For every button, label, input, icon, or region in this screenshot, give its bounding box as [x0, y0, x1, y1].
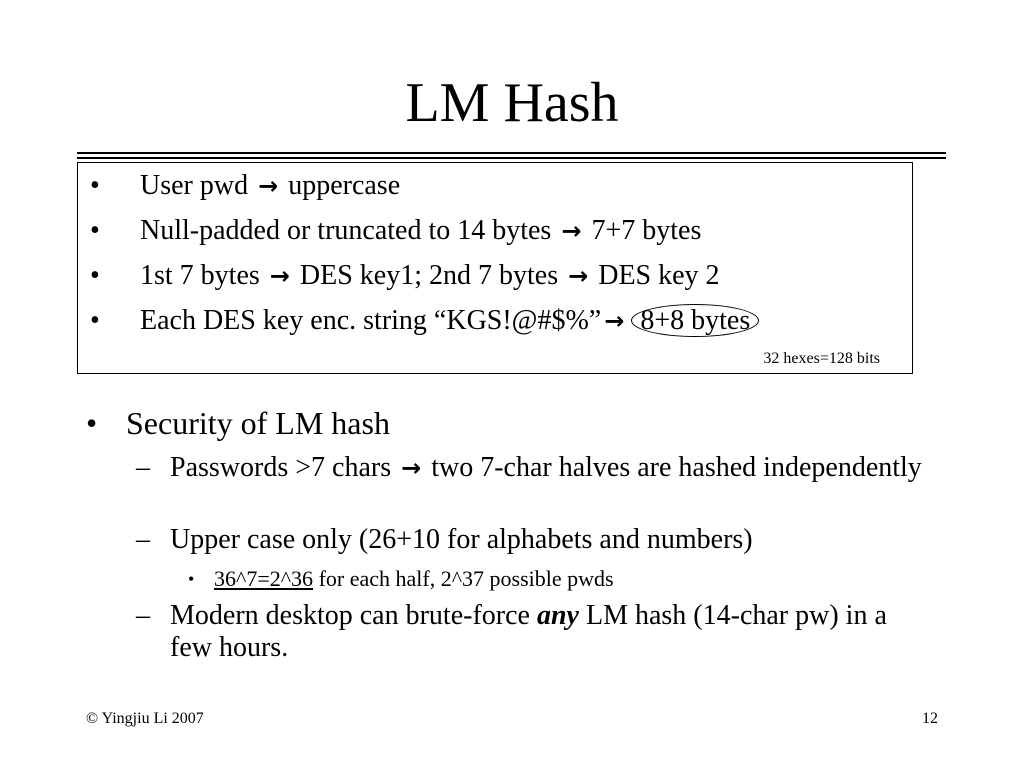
item-text: Upper case only (26+10 for alphabets and…: [170, 524, 753, 555]
item-text: DES key1; 2nd 7 bytes: [299, 260, 559, 291]
item-text: LM hash (14-char pw) in a few hours.: [170, 600, 887, 663]
item-text: User pwd: [140, 170, 249, 201]
right-arrow-icon: →: [258, 172, 279, 200]
item-text: for each half, 2^37 possible pwds: [313, 566, 614, 591]
item-text: Modern desktop can brute-force: [170, 600, 537, 631]
lm-hash-steps-box: • User pwd → uppercase • Null-padded or …: [77, 162, 913, 374]
item-text: Passwords >7 chars: [170, 452, 392, 483]
title-rule-top: [77, 152, 946, 154]
bullet: •: [90, 215, 100, 246]
title-rule-bottom: [77, 157, 946, 159]
item-text: DES key 2: [598, 260, 720, 291]
bullet: •: [90, 305, 100, 336]
dash-bullet: –: [136, 600, 150, 631]
dash-bullet: –: [136, 452, 150, 483]
item-text: Each DES key enc. string “KGS!@#$%”: [140, 305, 602, 336]
item-text: 7+7 bytes: [591, 215, 702, 246]
bullet: •: [90, 260, 100, 291]
dash-bullet: –: [136, 524, 150, 555]
circled-bytes: 8+8 bytes: [631, 304, 760, 337]
slide-title: LM Hash: [405, 72, 619, 134]
right-arrow-icon: →: [269, 262, 290, 290]
footer-copyright: © Yingjiu Li 2007: [86, 710, 204, 727]
bullet: •: [86, 405, 98, 441]
right-arrow-icon: →: [561, 217, 582, 245]
underlined-formula: 36^7=2^36: [214, 566, 314, 591]
bullet: •: [188, 569, 195, 589]
security-heading: Security of LM hash: [126, 405, 390, 441]
page-number: 12: [922, 710, 938, 727]
bullet: •: [90, 170, 100, 201]
right-arrow-icon: →: [604, 307, 625, 335]
item-text: two 7-char halves are hashed independent…: [431, 452, 922, 483]
item-text: 1st 7 bytes: [140, 260, 260, 291]
hex-note: 32 hexes=128 bits: [763, 350, 880, 367]
emphasis-text: any: [536, 600, 579, 631]
right-arrow-icon: →: [401, 454, 422, 482]
right-arrow-icon: →: [568, 262, 589, 290]
item-text: uppercase: [288, 170, 401, 201]
item-text: Null-padded or truncated to 14 bytes: [140, 215, 552, 246]
